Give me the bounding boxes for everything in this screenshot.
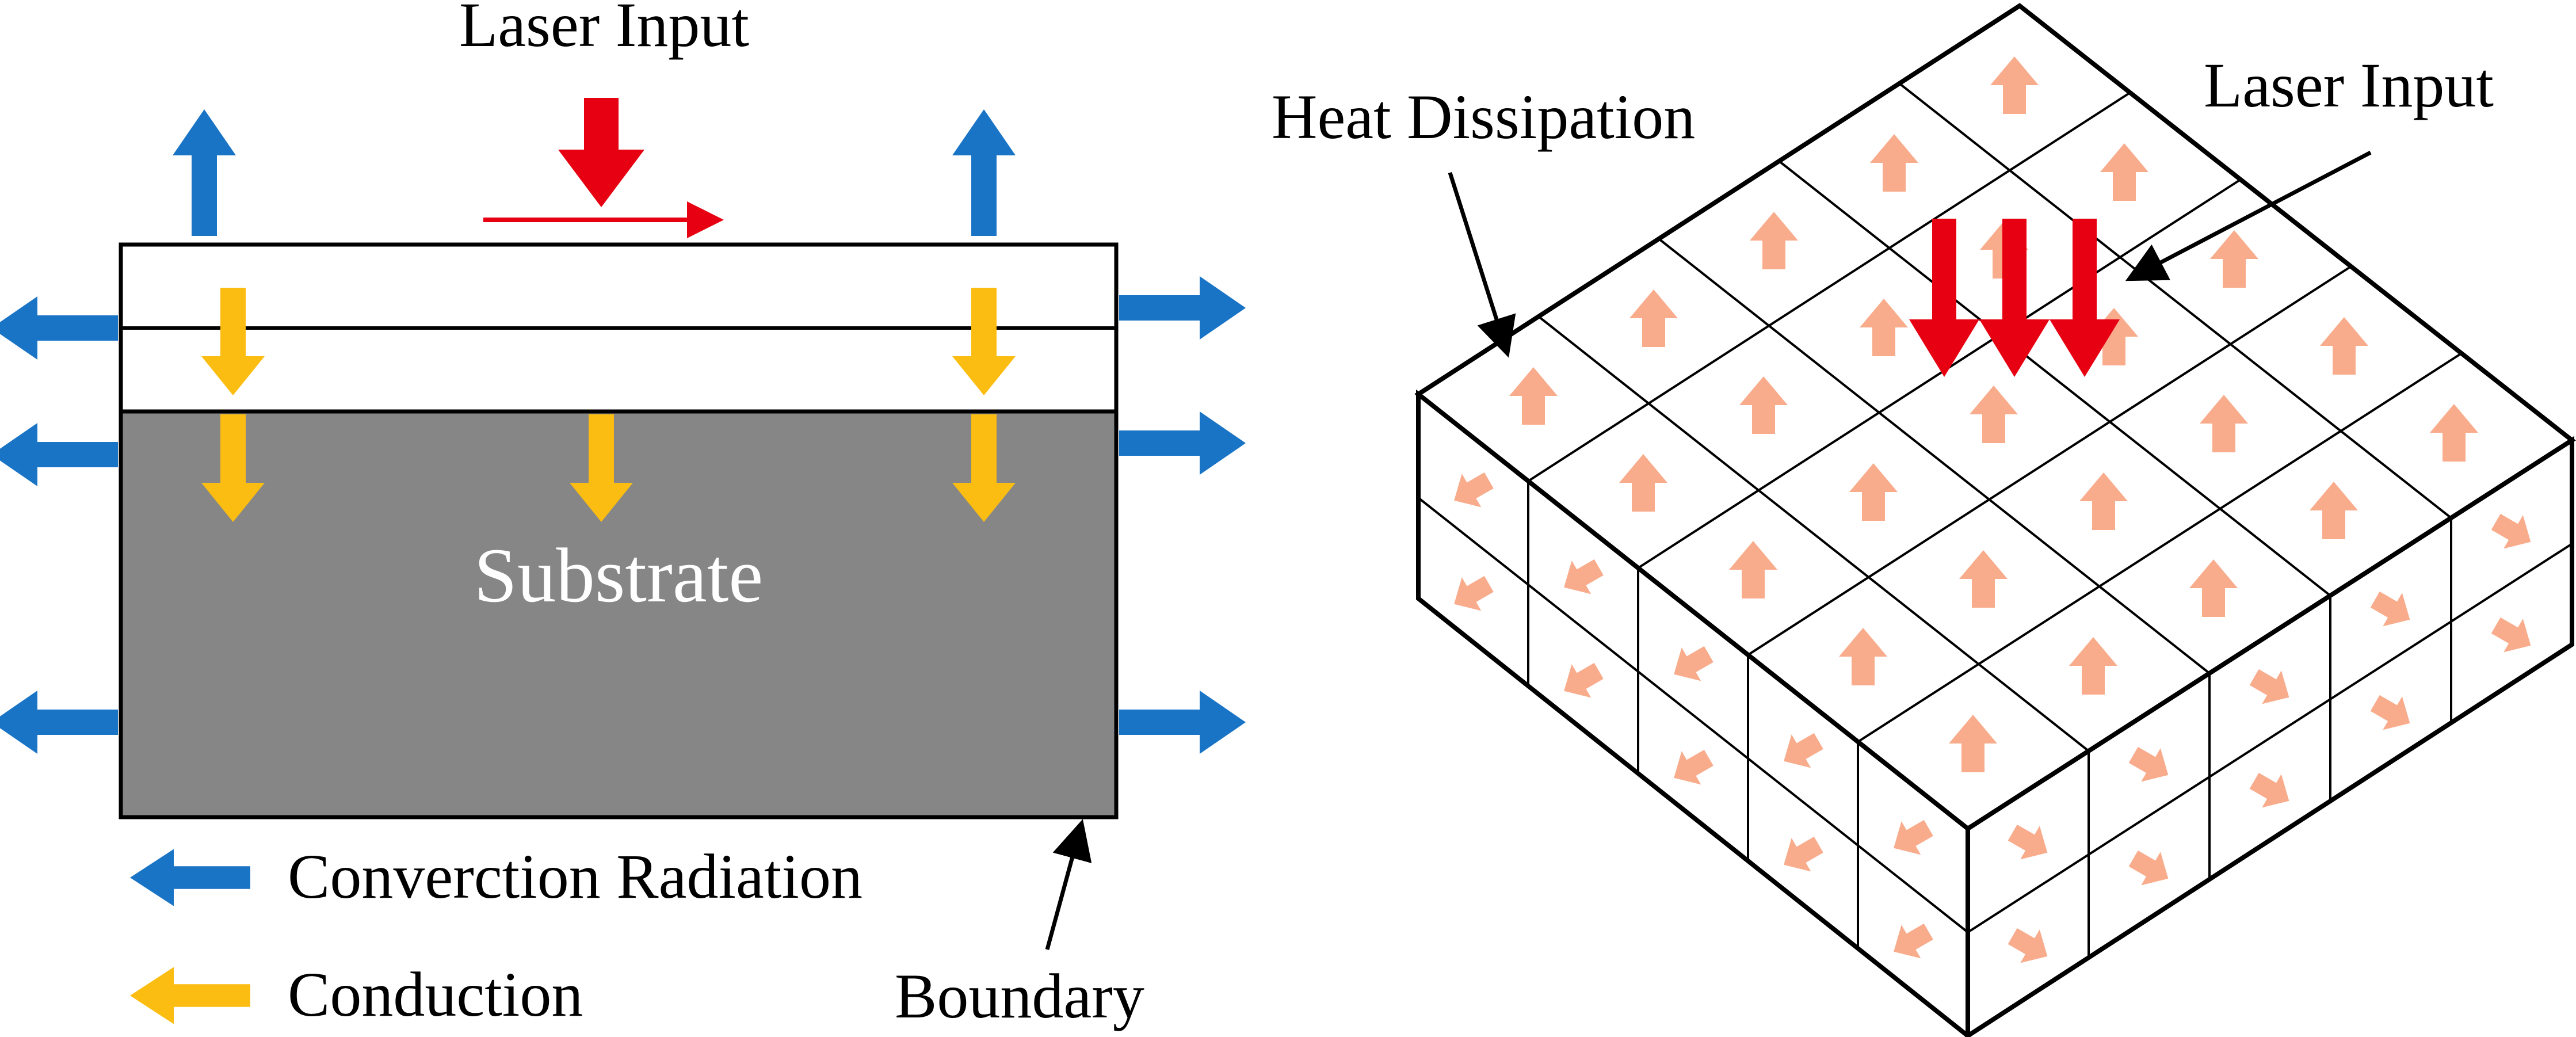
heat-dissipation-label: Heat Dissipation <box>1272 82 1695 152</box>
mesh-grid <box>1417 82 2573 958</box>
right-panel: Heat Dissipation Laser Input <box>1272 3 2576 1037</box>
legend: Converction Radiation Conduction <box>129 841 863 1030</box>
mesh-line <box>1537 315 2090 752</box>
mesh-line <box>1747 265 2352 656</box>
mesh-line <box>1967 543 2573 933</box>
right-laser-label: Laser Input <box>2204 50 2494 120</box>
mesh-line <box>1658 238 2211 674</box>
convection-left-arrow-icon <box>0 423 118 486</box>
convection-left-arrow-icon <box>0 691 118 754</box>
convection-right-arrow-icon <box>1119 691 1246 754</box>
substrate-block <box>119 409 1119 819</box>
laser-down-arrow-icon <box>558 98 644 207</box>
mesh-line <box>1527 92 2131 482</box>
substrate-label: Substrate <box>474 533 763 619</box>
laser-beam-arrows <box>1909 219 2120 377</box>
laser-beam-arrow-icon <box>1909 219 1979 377</box>
laser-pointer <box>2125 150 2372 281</box>
boundary-pointer-arrow <box>1045 819 1092 950</box>
legend-convection-label: Converction Radiation <box>288 841 863 912</box>
convection-up-arrow-icon <box>952 109 1016 236</box>
convection-right-arrow-icon <box>1119 276 1246 340</box>
blue-arrow-icon <box>129 849 250 906</box>
boundary-label: Boundary <box>895 961 1144 1031</box>
yellow-arrow-icon <box>129 967 250 1024</box>
mesh-line <box>1778 160 2331 597</box>
laser-beam-arrow-icon <box>1979 219 2050 377</box>
left-laser-label: Laser Input <box>459 0 749 60</box>
convection-up-arrow-icon <box>173 109 236 236</box>
mesh-line <box>1898 82 2452 519</box>
laser-beam-arrow-icon <box>2050 219 2120 377</box>
mesh-line <box>1637 178 2242 569</box>
legend-conduction-label: Conduction <box>288 959 583 1030</box>
heat-dissipation-pointer <box>1448 171 1516 358</box>
convection-right-arrow-icon <box>1119 411 1246 475</box>
mesh-line <box>1417 497 1969 933</box>
convection-left-arrow-icon <box>0 296 118 360</box>
left-panel: Laser Input Substrate Boundary <box>0 0 1246 1031</box>
mesh-line <box>1857 352 2463 743</box>
